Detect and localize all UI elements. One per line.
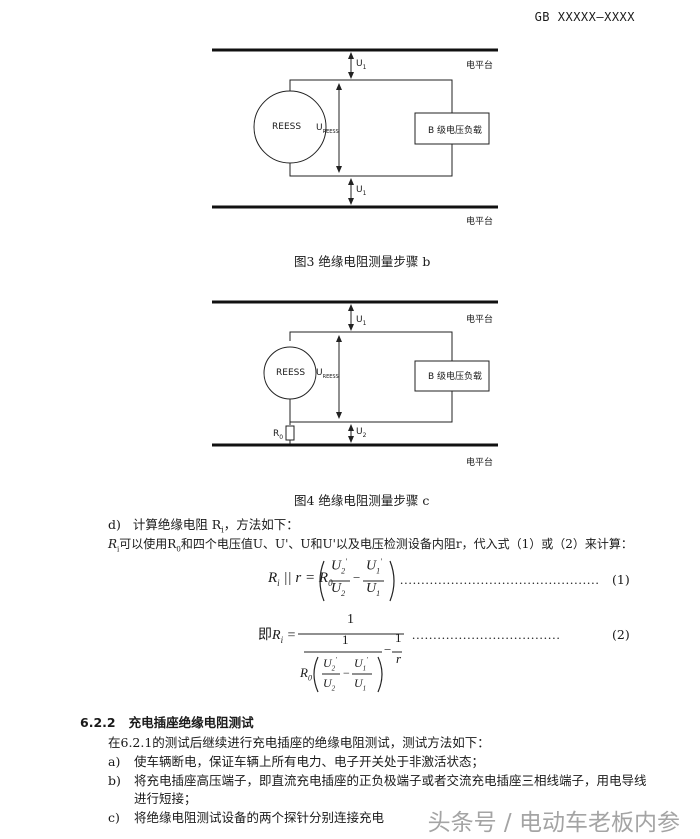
eq2-number: (2) (612, 627, 630, 642)
fig4-load-label: B 级电压负载 (428, 372, 483, 382)
figure-4-caption: 图4 绝缘电阻测量步骤 c (294, 493, 430, 508)
fig4-u1-label: U1 (356, 315, 367, 327)
wire-bottom (289, 391, 453, 423)
list-item: a)使车辆断电，保证车辆上所有电力、电子开关处于非激活状态； (108, 754, 485, 769)
equation-2-lhs: 即Ri = (258, 628, 297, 645)
wire-top (289, 331, 453, 361)
fig3-ureess-label: UREESS (316, 123, 339, 135)
eq2-dot-leader: ................................... (412, 627, 561, 642)
eq2-num2: U1' (354, 656, 368, 673)
standard-code: GB XXXXX—XXXX (534, 10, 635, 24)
eq1-dot-leader: ........................................… (400, 572, 600, 587)
fig4-r0-label: R0 (273, 429, 284, 441)
fig4-platform-top-label: 电平台 (466, 315, 494, 325)
figure-4-circuit (212, 300, 498, 447)
fig4-reess-label: REESS (276, 368, 306, 378)
watermark: 头条号 / 电动车老板内参 (427, 810, 680, 836)
eq1-den1: U2 (331, 581, 346, 598)
fig3-reess-label: REESS (272, 122, 302, 132)
eq2-r: r (396, 651, 402, 666)
fig3-platform-bottom-label: 电平台 (466, 217, 494, 227)
reess-circle (253, 90, 327, 164)
eq2-r0: R0 (300, 665, 312, 683)
eq2-inner-one: 1 (342, 632, 349, 647)
fig3-load-label: B 级电压负载 (428, 126, 483, 136)
fig3-platform-top-label: 电平台 (466, 61, 494, 71)
eq2-num1: U2' (323, 656, 337, 673)
load-box (414, 112, 490, 145)
list-item: b)将充电插座高压端子，即直流充电插座的正负极端子或者交流充电插座三相线端子，用… (108, 773, 647, 788)
eq1-number: (1) (612, 572, 630, 587)
step-d-body: Ri可以使用R0和四个电压值U、U'、U和U'以及电压检测设备内阻r，代入式（1… (108, 537, 633, 554)
list-item: 进行短接； (134, 791, 197, 806)
list-item: c)将绝缘电阻测试设备的两个探针分别连接充电 (108, 810, 385, 825)
figure-3-caption: 图3 绝缘电阻测量步骤 b (294, 254, 431, 269)
eq2-minus-one: 1 (395, 630, 402, 645)
eq1-num1: U2' (331, 557, 347, 576)
fig4-ureess-label: UREESS (316, 368, 339, 380)
fig3-u1-top-label: U1 (356, 59, 367, 71)
wire-top (289, 79, 453, 113)
fig4-platform-bottom-label: 电平台 (466, 458, 494, 468)
equation-1-paren (319, 560, 395, 602)
load-box (414, 360, 490, 392)
wire-bottom (289, 144, 453, 177)
eq2-inner-minus: − (343, 666, 350, 680)
eq2-top-one: 1 (347, 612, 354, 627)
eq2-den2: U1 (354, 676, 367, 693)
eq1-den2: U1 (366, 581, 381, 598)
eq1-num2: U1' (366, 557, 382, 576)
eq2-den1: U2 (323, 676, 336, 693)
figure-3-circuit (212, 48, 498, 209)
section-title: 6.2.2 充电插座绝缘电阻测试 (80, 715, 254, 730)
step-d-heading: d) 计算绝缘电阻 Ri，方法如下： (108, 517, 299, 535)
equation-2-fraction (298, 633, 404, 693)
fig3-u1-bottom-label: U1 (356, 185, 367, 197)
fig4-u2-label: U2 (356, 427, 367, 439)
equation-1-lhs: Ri || r = R0 (268, 570, 333, 588)
eq1-minus: − (353, 570, 361, 585)
r0-resistor (285, 425, 295, 441)
section-intro: 在6.2.1的测试后继续进行充电插座的绝缘电阻测试，测试方法如下： (108, 735, 490, 750)
eq2-minus: − (384, 642, 392, 657)
